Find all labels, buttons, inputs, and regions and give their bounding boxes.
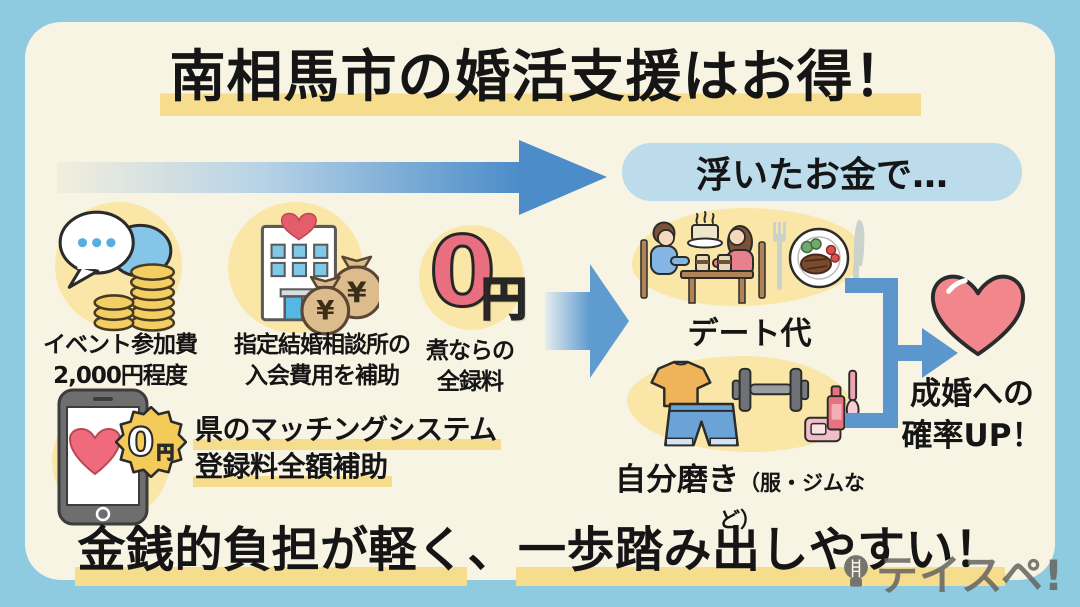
self-improvement-icon: [650, 360, 860, 447]
bracket-arrow-icon: [845, 278, 958, 428]
svg-text:円: 円: [157, 443, 174, 463]
benefit-label: 指定結婚相談所の 入会費用を補助: [234, 332, 411, 390]
chat-coins-icon: [58, 210, 176, 332]
zero-yen-badge-icon: 0 円: [115, 406, 187, 478]
icon-circle: [419, 225, 524, 330]
svg-text:¥: ¥: [347, 277, 367, 310]
matching-label: 県のマッチングシステム 登録料全額補助: [193, 412, 501, 487]
floated-money-pill: 浮いたお金で…: [622, 143, 1022, 201]
footer-headline: 金銭的負担が軽く、一歩踏み出しやすい！: [25, 510, 1055, 586]
lightbulb-ladder-icon: [844, 554, 868, 587]
svg-text:0: 0: [127, 420, 154, 465]
zero-yen-unit: 円: [480, 272, 528, 326]
page-title: 南相馬市の婚活支援はお得！: [25, 45, 1055, 116]
site-logo-text: テイスペ!: [876, 551, 1064, 600]
flow-arrow-icon: [57, 140, 607, 215]
date-cost-label: デート代: [687, 316, 812, 352]
heart-icon: [930, 274, 1026, 357]
self-improvement-label: 自分磨き（服・ジムなど）: [615, 462, 865, 532]
zero-yen-number: 0: [428, 216, 498, 328]
to-uses-arrow-icon: [545, 264, 629, 378]
site-logo: テイスペ!: [839, 542, 1064, 603]
date-scene-icon: [640, 211, 865, 304]
svg-text:¥: ¥: [316, 297, 335, 327]
result-label: 成婚への 確率UP！: [901, 376, 1043, 454]
floated-money-label: 浮いたお金で…: [695, 155, 948, 196]
building-moneybags-icon: ¥ ¥: [260, 212, 379, 336]
content-card: 南相馬市の婚活支援はお得！ 浮いたお金で…: [25, 22, 1055, 586]
benefit-label: 煮ならの 全録料: [426, 338, 515, 396]
benefit-label: イベント参加費 2,000円程度: [43, 332, 198, 390]
